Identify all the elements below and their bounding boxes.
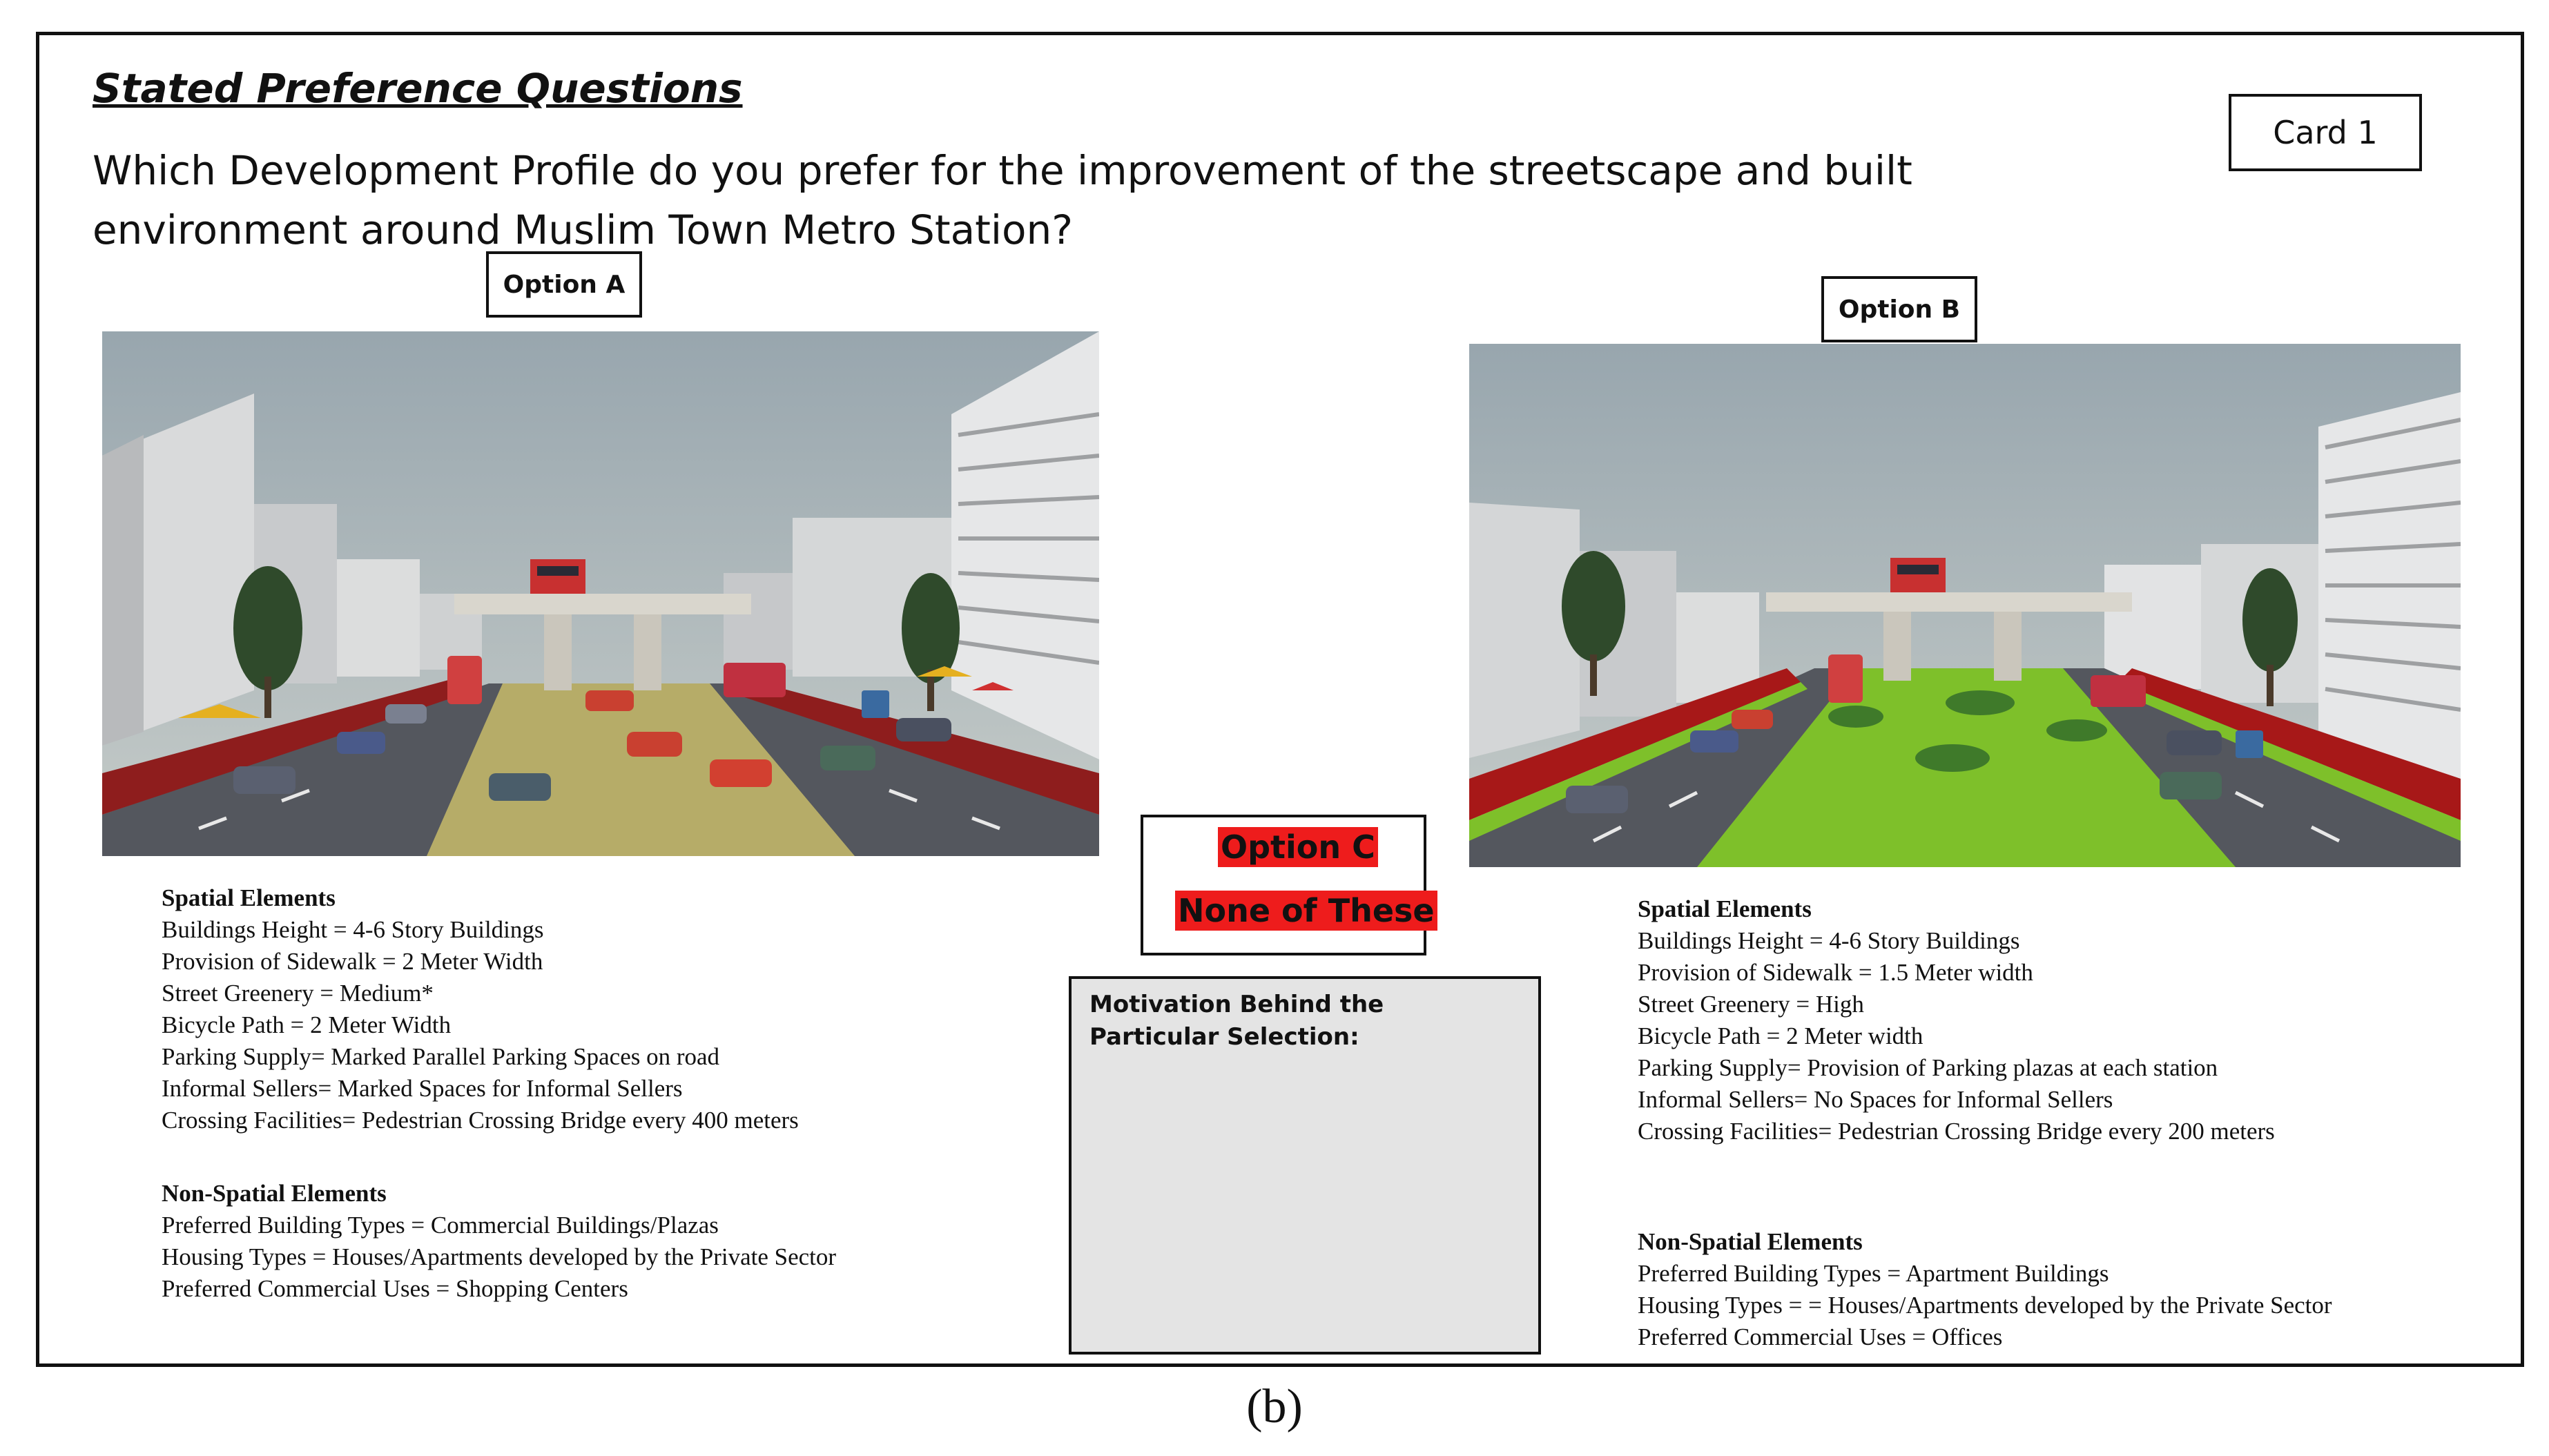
motivation-field[interactable]: Motivation Behind the Particular Selecti… — [1069, 976, 1541, 1355]
option-a-nonspatial-heading: Non-Spatial Elements — [162, 1180, 387, 1207]
option-a-spatial-item: Street Greenery = Medium* — [162, 980, 434, 1007]
option-a-label[interactable]: Option A — [486, 251, 642, 318]
card-frame — [36, 32, 2524, 1367]
option-b-nonspatial: Non-Spatial Elements Preferred Building … — [1638, 1226, 2332, 1353]
option-a-nonspatial-item: Housing Types = Houses/Apartments develo… — [162, 1243, 837, 1270]
figure-caption: (b) — [1246, 1380, 1303, 1433]
option-b-nonspatial-item: Housing Types = = Houses/Apartments deve… — [1638, 1292, 2332, 1319]
option-a-spatial-item: Provision of Sidewalk = 2 Meter Width — [162, 948, 543, 975]
option-b-elements: Spatial Elements Buildings Height = 4-6 … — [1638, 893, 2275, 1147]
option-b-image — [1469, 344, 2461, 867]
option-a-nonspatial-item: Preferred Building Types = Commercial Bu… — [162, 1212, 719, 1239]
option-a-spatial-item: Crossing Facilities= Pedestrian Crossing… — [162, 1107, 799, 1134]
option-a-nonspatial-item: Preferred Commercial Uses = Shopping Cen… — [162, 1275, 628, 1302]
option-a-spatial-item: Buildings Height = 4-6 Story Buildings — [162, 916, 544, 943]
option-b-label[interactable]: Option B — [1821, 276, 1977, 342]
option-a-elements: Spatial Elements Buildings Height = 4-6 … — [162, 882, 799, 1136]
option-b-nonspatial-item: Preferred Building Types = Apartment Bui… — [1638, 1260, 2109, 1287]
option-a-spatial-item: Informal Sellers= Marked Spaces for Info… — [162, 1075, 683, 1102]
option-c-sublabel: None of These — [1175, 891, 1437, 931]
option-b-spatial-item: Provision of Sidewalk = 1.5 Meter width — [1638, 959, 2033, 986]
option-a-spatial-item: Bicycle Path = 2 Meter Width — [162, 1011, 452, 1038]
option-b-spatial-item: Informal Sellers= No Spaces for Informal… — [1638, 1086, 2113, 1113]
option-b-nonspatial-item: Preferred Commercial Uses = Offices — [1638, 1323, 2003, 1350]
option-c-label: Option C — [1218, 827, 1378, 867]
option-b-nonspatial-heading: Non-Spatial Elements — [1638, 1228, 1863, 1255]
option-b-spatial-item: Buildings Height = 4-6 Story Buildings — [1638, 927, 2020, 954]
page-title: Stated Preference Questions — [93, 65, 743, 112]
option-a-nonspatial: Non-Spatial Elements Preferred Building … — [162, 1178, 836, 1305]
option-a-image — [102, 331, 1099, 856]
card-label: Card 1 — [2229, 94, 2422, 171]
motivation-label: Motivation Behind the Particular Selecti… — [1089, 991, 1384, 1051]
option-a-spatial-item: Parking Supply= Marked Parallel Parking … — [162, 1043, 720, 1070]
question-text: Which Development Profile do you prefer … — [93, 147, 1912, 253]
option-b-spatial-heading: Spatial Elements — [1638, 895, 1812, 922]
option-a-spatial-heading: Spatial Elements — [162, 884, 336, 911]
option-b-spatial-item: Parking Supply= Provision of Parking pla… — [1638, 1054, 2218, 1081]
option-b-spatial-item: Crossing Facilities= Pedestrian Crossing… — [1638, 1118, 2275, 1145]
option-b-spatial-item: Street Greenery = High — [1638, 991, 1864, 1018]
option-b-spatial-item: Bicycle Path = 2 Meter width — [1638, 1022, 1923, 1049]
option-c-box[interactable]: Option C None of These — [1141, 815, 1437, 955]
